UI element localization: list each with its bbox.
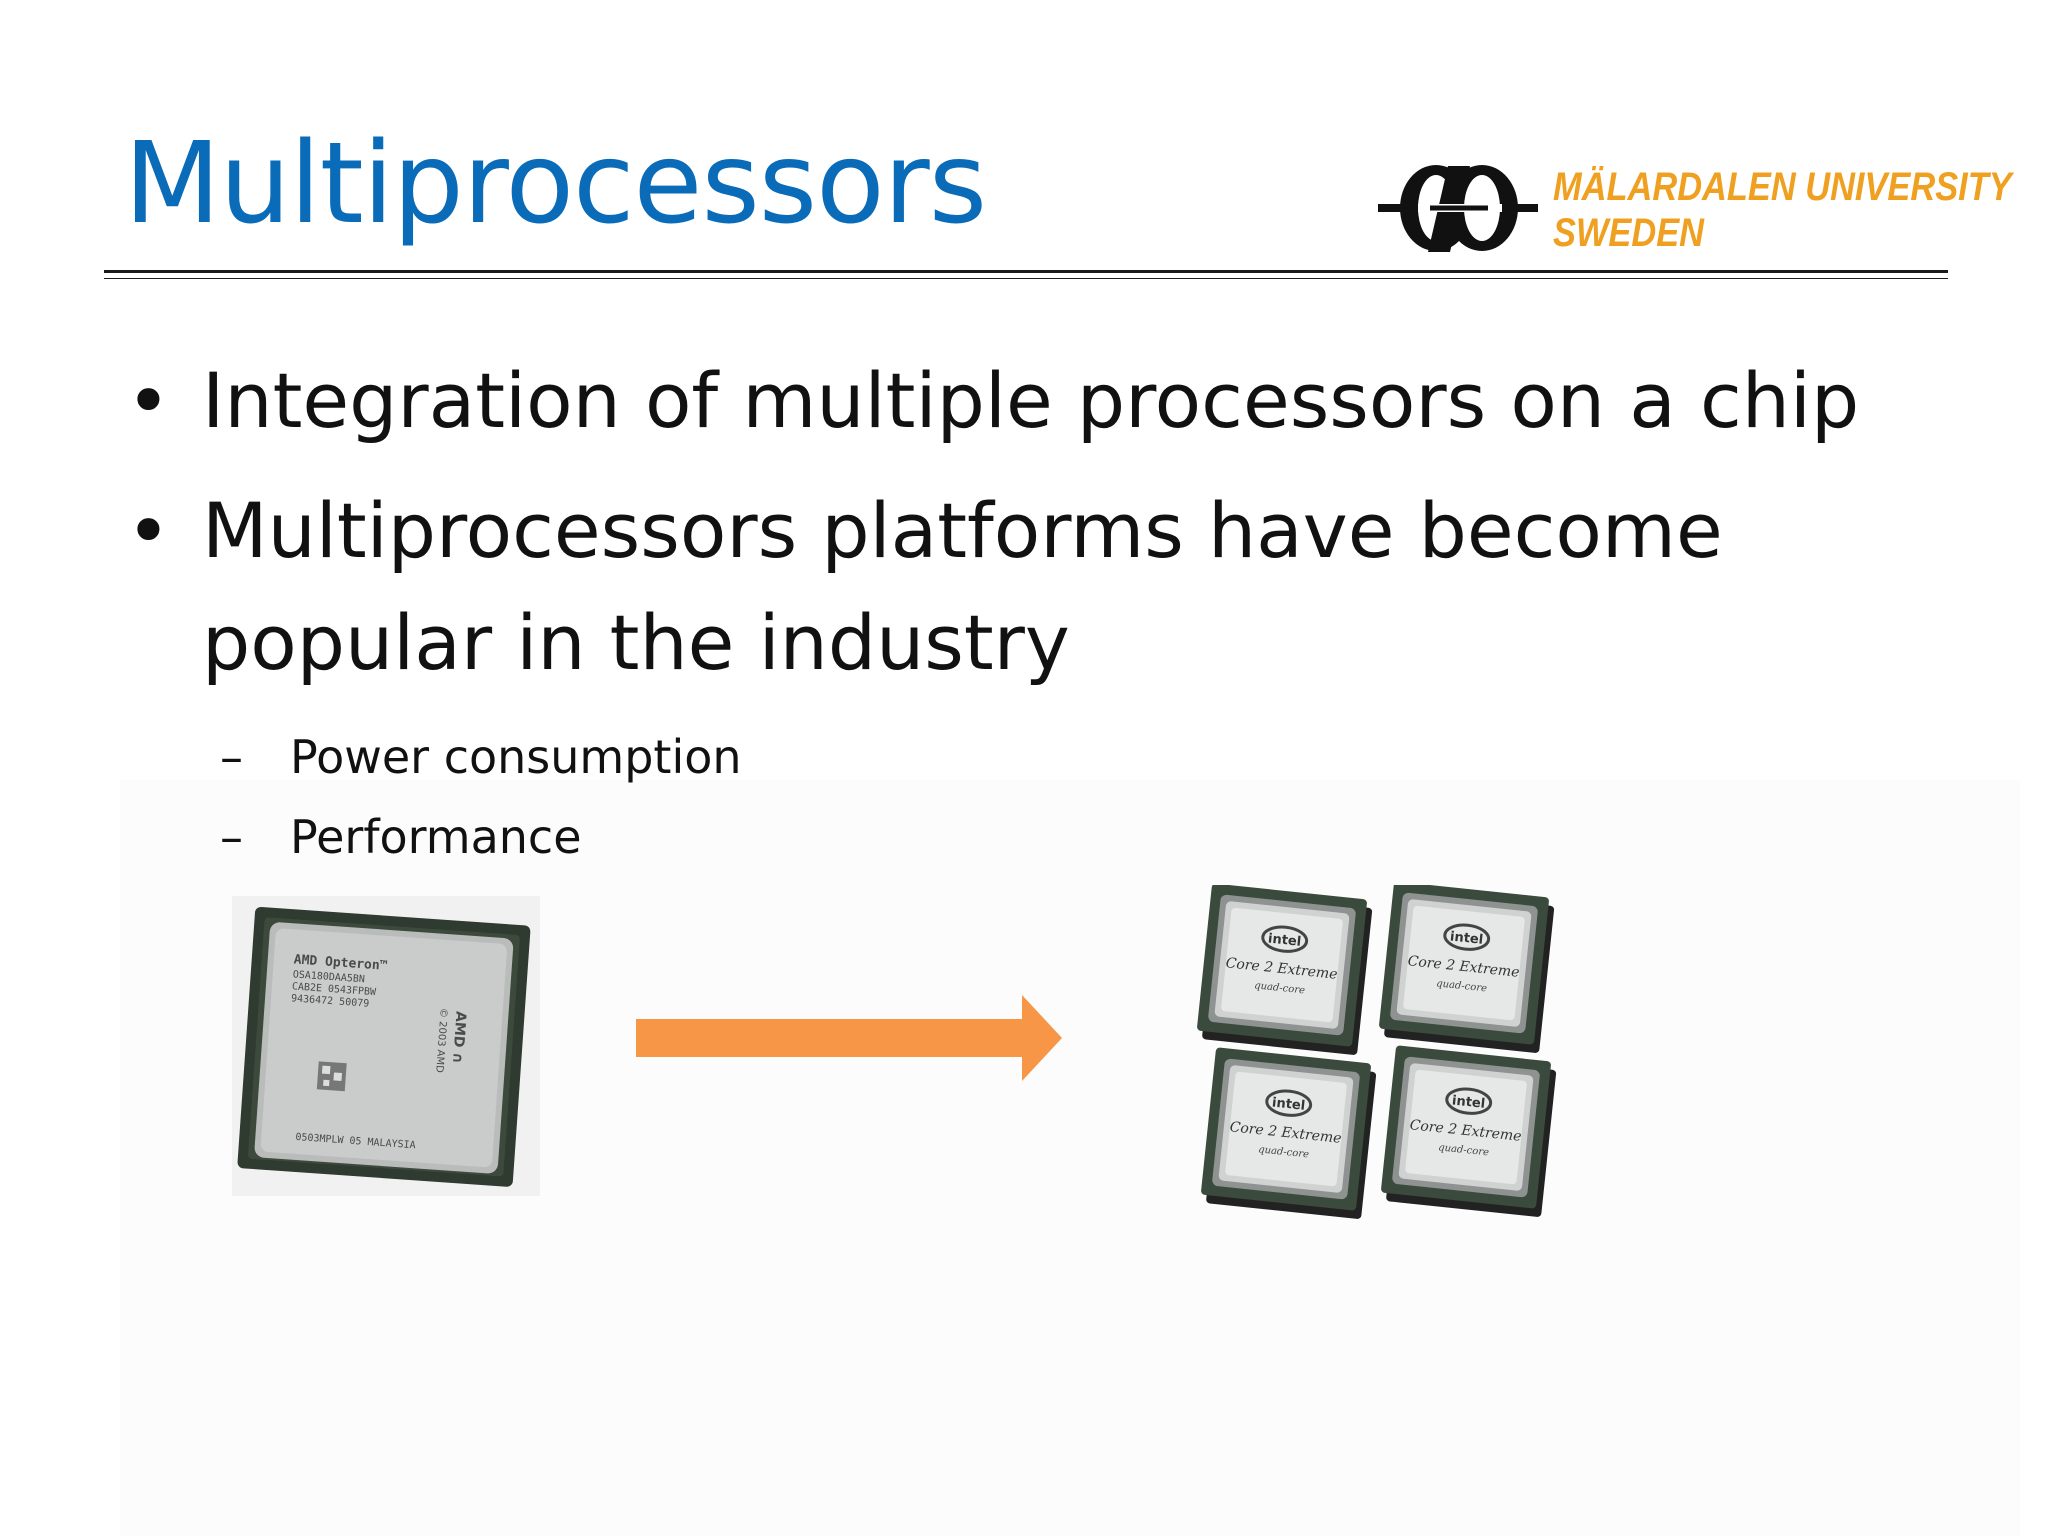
transition-arrow-icon (636, 995, 1062, 1081)
sub-bullet-dash-icon: – (220, 730, 243, 784)
slide-title: Multiprocessors (124, 119, 987, 249)
svg-text:AMD ∩: AMD ∩ (449, 1011, 469, 1065)
title-divider (104, 270, 1948, 273)
title-divider-thin (104, 278, 1948, 279)
sub-bullet-item: – Power consumption (120, 717, 1920, 797)
intel-chip-icon (1198, 1045, 1379, 1221)
svg-text:AMD Opteron™: AMD Opteron™ (293, 952, 388, 974)
intel-chip-icon (1194, 885, 1375, 1057)
sub-bullet-item: – Performance (120, 797, 1920, 877)
logo-line-1: MÄLARDALEN UNIVERSITY (1553, 165, 2012, 209)
sub-bullet-text: Power consumption (290, 730, 742, 784)
intel-chip-icon (1378, 1043, 1559, 1219)
svg-text:OSA180DAA5BN: OSA180DAA5BN (292, 969, 365, 985)
logo-line-2: SWEDEN (1553, 211, 1704, 255)
sub-bullet-dash-icon: – (220, 810, 243, 864)
bullet-text: Integration of multiple processors on a … (202, 356, 1860, 445)
university-logo-text: MÄLARDALEN UNIVERSITY SWEDEN (1553, 164, 2012, 256)
university-logo: MÄLARDALEN UNIVERSITY SWEDEN (1378, 160, 2012, 260)
bullet-text: Multiprocessors platforms have become po… (202, 486, 1723, 687)
svg-text:© 2003 AMD: © 2003 AMD (433, 1008, 449, 1074)
sub-bullet-text: Performance (290, 810, 582, 864)
university-logo-icon (1378, 165, 1538, 252)
bullet-item: • Multiprocessors platforms have become … (120, 475, 1842, 699)
svg-text:9436472 50079: 9436472 50079 (291, 993, 370, 1009)
bullet-item: • Integration of multiple processors on … (120, 345, 1920, 457)
bullet-dot-icon: • (126, 486, 171, 575)
bullet-dot-icon: • (126, 356, 171, 445)
bullet-list: • Integration of multiple processors on … (120, 345, 1920, 877)
intel-chip-icon (1376, 885, 1557, 1055)
multiple-processor-chips-image: intel Core 2 Extreme quad-core (1194, 885, 1559, 1221)
single-processor-chip-image: AMD Opteron™ OSA180DAA5BN CAB2E 0543FPBW… (232, 896, 540, 1196)
